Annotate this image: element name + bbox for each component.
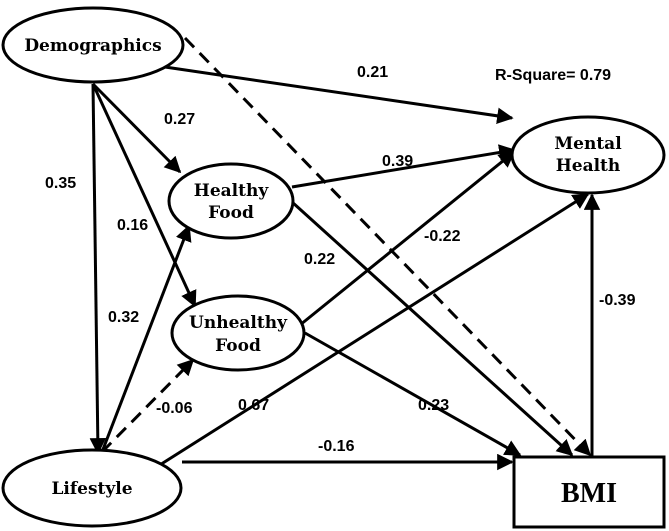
coef-healthy-food-mental-health: 0.39 bbox=[382, 153, 413, 170]
coef-healthy-food-bmi: 0.22 bbox=[304, 251, 335, 268]
path-lifestyle-mental-health bbox=[154, 192, 590, 470]
path-demographics-bmi bbox=[183, 36, 592, 457]
path-demographics-lifestyle bbox=[89, 83, 107, 455]
r-square-label: R-Square= 0.79 bbox=[495, 67, 611, 84]
lifestyle-label: Lifestyle bbox=[51, 479, 132, 499]
path-healthy-food-bmi bbox=[290, 200, 574, 457]
coef-demographics-unhealthy-food: 0.16 bbox=[117, 217, 148, 234]
path-unhealthy-food-mental-health bbox=[299, 150, 516, 327]
demographics-label: Demographics bbox=[24, 36, 161, 56]
node-mental-health: Mental Health bbox=[510, 115, 666, 195]
lifestyle-ellipse bbox=[1, 448, 183, 528]
unhealthy-food-label-line2: Food bbox=[215, 336, 261, 356]
mental-health-ellipse bbox=[510, 115, 666, 195]
path-demographics-mental-health bbox=[164, 65, 514, 125]
path-healthy-food-mental-health bbox=[291, 144, 516, 189]
node-bmi: BMI bbox=[512, 455, 666, 529]
bmi-box bbox=[512, 455, 666, 529]
coef-demographics-mental-health: 0.21 bbox=[357, 64, 388, 81]
coef-unhealthy-food-mental-health: -0.22 bbox=[424, 228, 461, 245]
bmi-label: BMI bbox=[561, 478, 617, 509]
coef-lifestyle-mental-health: 0.67 bbox=[238, 397, 269, 414]
mental-health-label-line1: Mental bbox=[554, 134, 622, 154]
coef-lifestyle-unhealthy-food: -0.06 bbox=[156, 400, 193, 417]
coef-lifestyle-bmi: -0.16 bbox=[318, 438, 355, 455]
healthy-food-label-line1: Healthy bbox=[194, 181, 270, 201]
coef-demographics-healthy-food: 0.27 bbox=[164, 111, 195, 128]
node-unhealthy-food: Unhealthy Food bbox=[170, 294, 306, 372]
node-demographics: Demographics bbox=[1, 6, 185, 84]
unhealthy-food-label-line1: Unhealthy bbox=[189, 313, 288, 333]
node-lifestyle: Lifestyle bbox=[1, 448, 183, 528]
path-demographics-healthy-food bbox=[91, 82, 182, 174]
coefficients: R-Square= 0.79 0.21 0.27 0.35 0.16 0.39 … bbox=[45, 64, 636, 455]
node-healthy-food: Healthy Food bbox=[167, 162, 295, 240]
path-lifestyle-healthy-food bbox=[100, 224, 192, 453]
coef-unhealthy-food-bmi: 0.23 bbox=[418, 397, 449, 414]
paths bbox=[89, 36, 601, 471]
coef-lifestyle-healthy-food: 0.32 bbox=[108, 309, 139, 326]
unhealthy-food-ellipse bbox=[170, 294, 306, 372]
coef-demographics-lifestyle: 0.35 bbox=[45, 175, 76, 192]
coef-bmi-mental-health: -0.39 bbox=[599, 292, 636, 309]
demographics-ellipse bbox=[1, 6, 185, 84]
healthy-food-ellipse bbox=[167, 162, 295, 240]
path-unhealthy-food-bmi bbox=[304, 331, 522, 457]
healthy-food-label-line2: Food bbox=[208, 203, 254, 223]
path-lifestyle-unhealthy-food bbox=[100, 358, 195, 454]
path-demographics-unhealthy-food bbox=[91, 83, 197, 308]
mental-health-label-line2: Health bbox=[556, 156, 621, 176]
